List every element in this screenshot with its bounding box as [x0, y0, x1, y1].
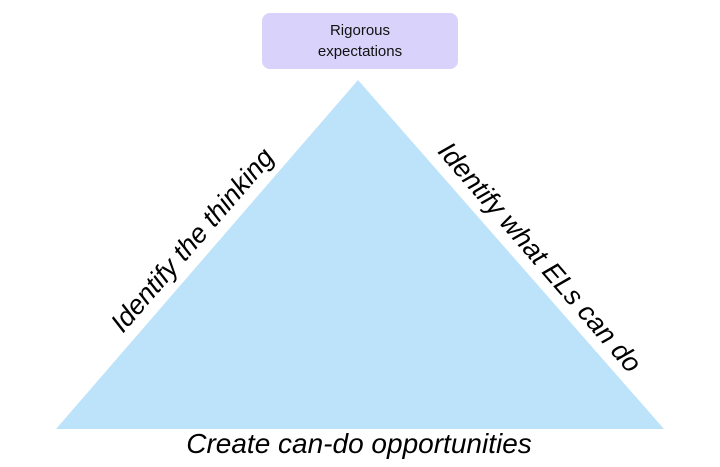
rigorous-expectations-box: Rigorous expectations	[262, 13, 458, 69]
top-box-label-line2: expectations	[317, 43, 403, 60]
triangle-shape	[56, 80, 664, 429]
top-box-label: Rigorous expectations	[318, 20, 402, 62]
base-label: Create can-do opportunities	[186, 428, 532, 459]
top-box-label-line1: Rigorous	[329, 22, 390, 39]
